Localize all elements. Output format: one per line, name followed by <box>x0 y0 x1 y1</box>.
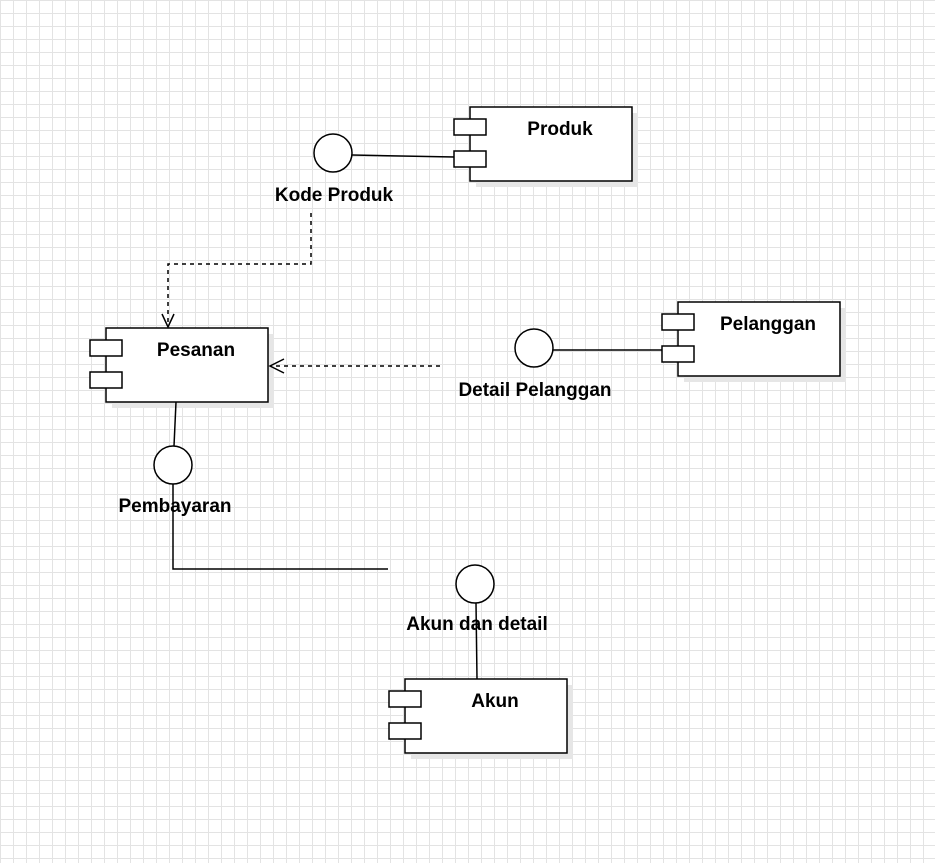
component-pesanan[interactable]: Pesanan <box>89 327 274 408</box>
interface-pembayaran[interactable]: Pembayaran <box>118 401 388 570</box>
component-label-akun: Akun <box>471 691 519 712</box>
dependency-line <box>167 213 312 326</box>
arrowhead-icon <box>161 313 175 329</box>
connector-line <box>475 602 478 680</box>
component-label-pelanggan: Pelanggan <box>720 314 816 335</box>
interface-akun-dan-detail[interactable]: Akun dan detail <box>406 564 548 680</box>
interface-label-kode-produk: Kode Produk <box>275 185 394 206</box>
arrowhead-icon <box>268 358 285 374</box>
component-label-produk: Produk <box>527 119 593 140</box>
component-port-icon <box>89 339 123 357</box>
component-port-icon <box>453 118 487 136</box>
component-port-icon <box>453 150 487 168</box>
component-akun[interactable]: Akun <box>388 678 573 759</box>
component-port-icon <box>661 345 695 363</box>
component-pelanggan[interactable]: Pelanggan <box>661 301 846 382</box>
interface-lollipop-icon <box>313 133 353 173</box>
connector-line <box>351 154 455 158</box>
interface-lollipop-icon <box>455 564 495 604</box>
interface-lollipop-icon <box>514 328 554 368</box>
connector-line <box>173 401 177 447</box>
component-port-icon <box>388 690 422 708</box>
interface-label-detail-pelanggan: Detail Pelanggan <box>458 380 611 401</box>
component-port-icon <box>89 371 123 389</box>
component-port-icon <box>388 722 422 740</box>
interface-detail-pelanggan[interactable]: Detail Pelanggan <box>458 328 662 401</box>
connector-line <box>172 484 388 570</box>
interface-kode-produk[interactable]: Kode Produk <box>275 133 455 206</box>
dependency-kode-produk-to-pesanan[interactable] <box>161 213 312 329</box>
interface-label-akun-dan-detail: Akun dan detail <box>406 614 547 635</box>
component-label-pesanan: Pesanan <box>157 340 235 361</box>
component-produk[interactable]: Produk <box>453 106 638 187</box>
interface-label-pembayaran: Pembayaran <box>118 496 231 517</box>
component-port-icon <box>661 313 695 331</box>
dependency-detail-pelanggan-to-pesanan[interactable] <box>268 358 440 374</box>
interface-lollipop-icon <box>153 445 193 485</box>
